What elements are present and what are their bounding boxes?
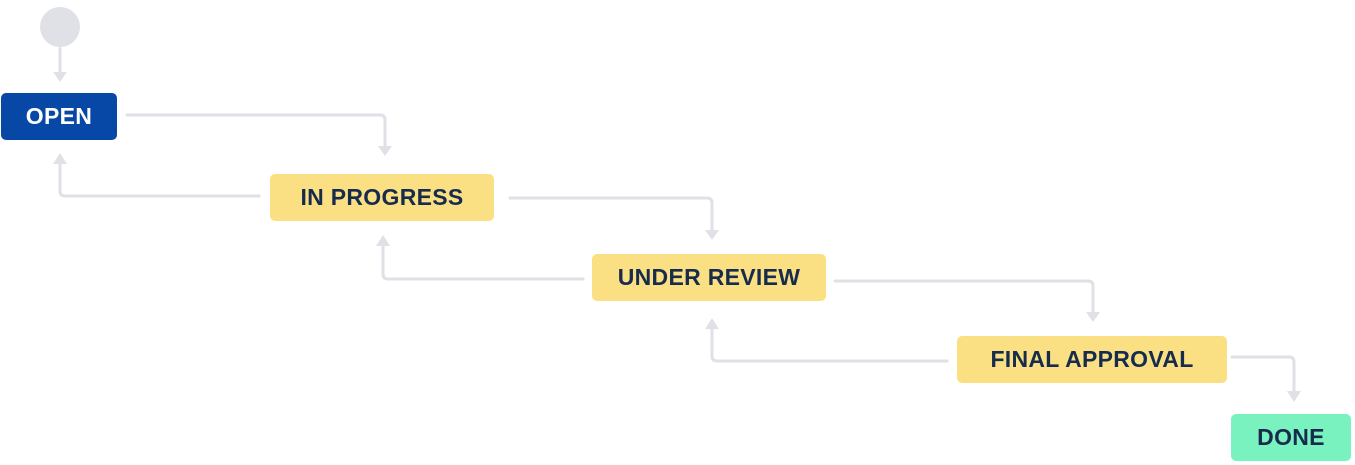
status-done[interactable]: DONE	[1231, 414, 1351, 461]
arrowhead-in-progress-to-under-review	[705, 230, 719, 240]
connector-open-to-in-progress	[125, 113, 387, 150]
connector-final-approval-to-done	[1230, 355, 1296, 394]
arrowhead-under-review-to-in-progress	[376, 235, 390, 246]
arrowhead-under-review-to-final-approval	[1086, 312, 1100, 322]
start-marker	[40, 7, 80, 47]
arrowhead-open-to-in-progress	[378, 146, 392, 156]
status-final-approval[interactable]: FINAL APPROVAL	[957, 336, 1227, 383]
status-open[interactable]: OPEN	[1, 93, 117, 140]
connector-in-progress-to-under-review	[508, 196, 714, 233]
connector-under-review-to-in-progress	[381, 243, 585, 281]
arrowhead-start-to-open	[53, 72, 67, 82]
connector-in-progress-to-open	[58, 160, 261, 198]
status-in-progress[interactable]: IN PROGRESS	[270, 174, 494, 221]
arrowhead-final-approval-to-done	[1287, 391, 1301, 402]
status-under-review[interactable]: UNDER REVIEW	[592, 254, 826, 301]
connector-final-approval-to-under-review	[710, 325, 949, 363]
connector-under-review-to-final-approval	[833, 279, 1095, 315]
arrowhead-in-progress-to-open	[53, 153, 67, 164]
arrowhead-final-approval-to-under-review	[705, 318, 719, 329]
